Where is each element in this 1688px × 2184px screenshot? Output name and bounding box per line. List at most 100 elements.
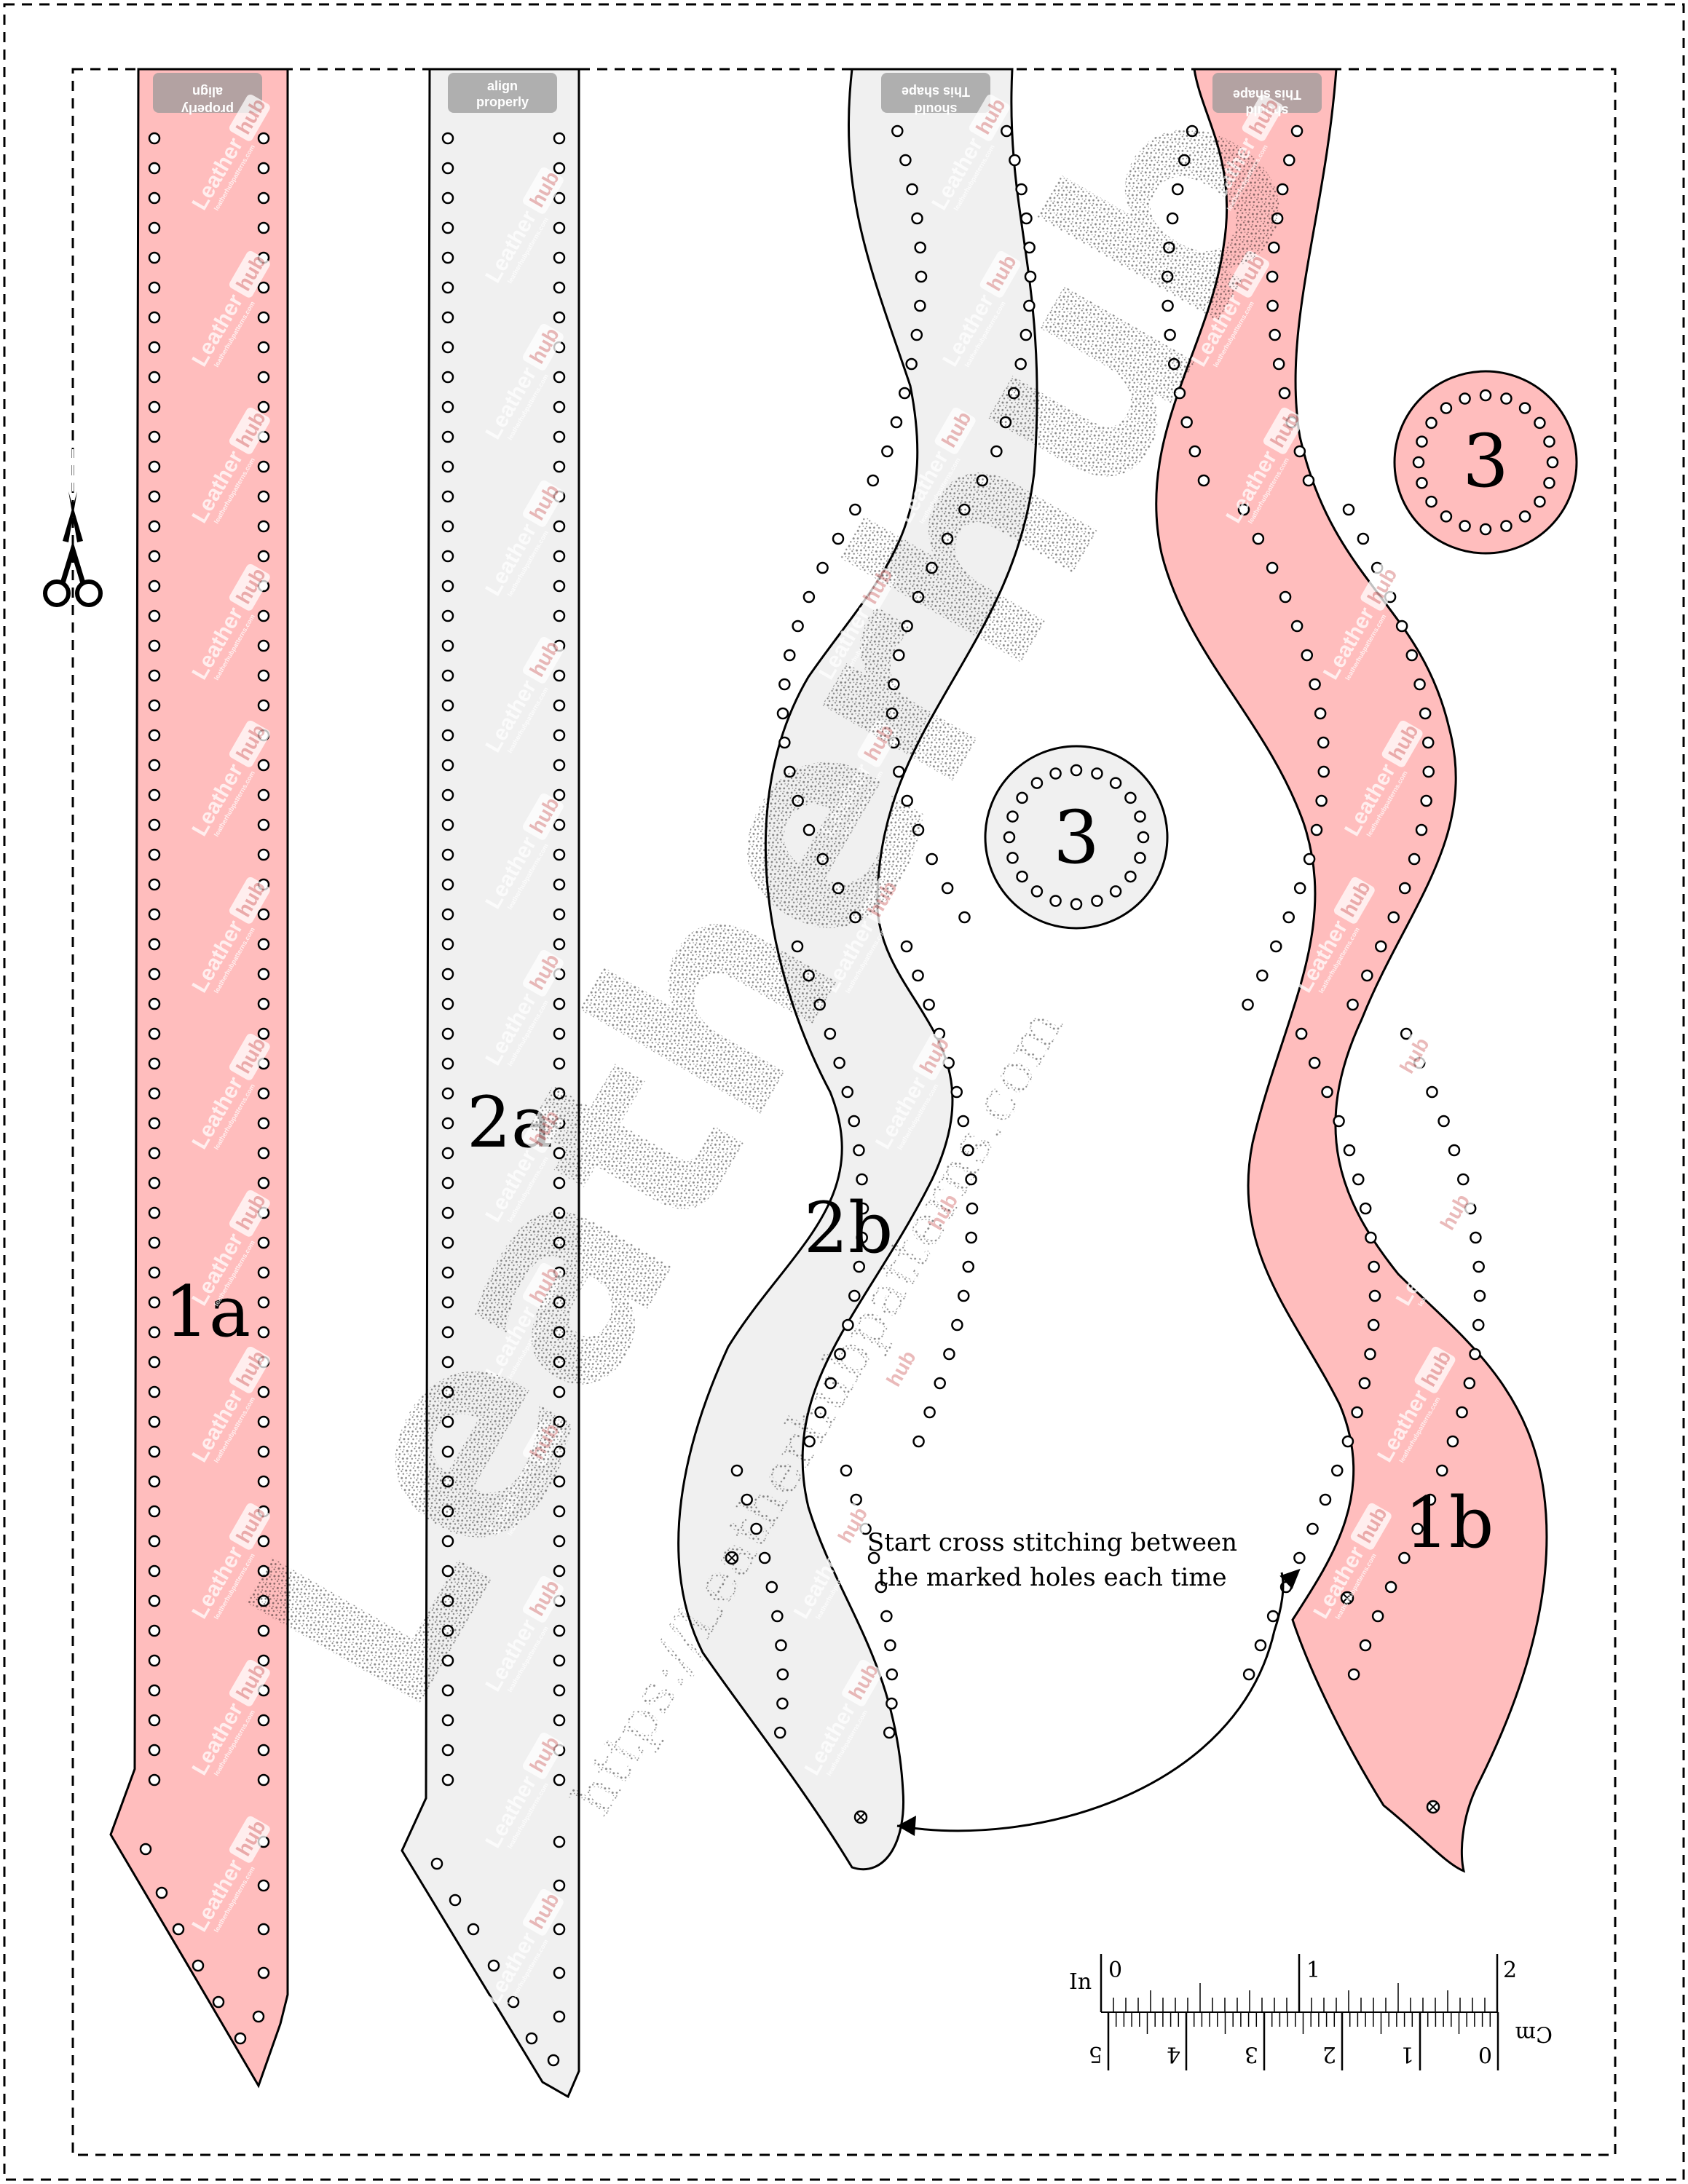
stitch-hole <box>257 908 270 921</box>
piece-3-right: 3 <box>1393 370 1578 555</box>
stitch-hole <box>257 1296 270 1309</box>
stitch-hole <box>883 1726 896 1739</box>
stitch-hole <box>1293 882 1306 895</box>
svg-text:align: align <box>192 84 223 99</box>
stitch-hole <box>853 1260 866 1273</box>
stitch-hole <box>1023 299 1036 312</box>
stitch-hole <box>1448 1144 1461 1157</box>
stitch-hole <box>441 699 454 712</box>
stitch-hole <box>1124 791 1137 804</box>
ruler-inch-unit: In <box>1069 1969 1092 1995</box>
stitch-hole <box>1009 154 1021 167</box>
stitch-hole <box>1272 357 1285 371</box>
stitch-hole <box>1422 736 1435 749</box>
stitch-hole <box>441 191 454 205</box>
stitch-hole <box>148 908 161 921</box>
stitch-hole <box>441 1684 454 1697</box>
stitch-hole <box>441 1385 454 1398</box>
stitch-hole <box>257 1714 270 1727</box>
stitch-hole <box>257 371 270 384</box>
stitch-hole <box>1317 736 1330 749</box>
stitch-hole <box>148 759 161 772</box>
stitch-hole <box>148 1744 161 1757</box>
stitch-hole <box>553 1445 566 1458</box>
stitch-hole <box>1006 810 1019 823</box>
stitch-hole <box>257 968 270 981</box>
stitch-hole <box>148 1535 161 1548</box>
stitch-hole <box>888 678 900 691</box>
stitch-hole <box>441 341 454 354</box>
stitch-hole <box>1007 387 1020 400</box>
stitch-hole <box>148 669 161 682</box>
stitch-hole <box>1368 1289 1381 1302</box>
stitch-hole <box>441 1206 454 1219</box>
svg-text:properly: properly <box>181 102 234 116</box>
stitch-hole <box>1124 870 1137 883</box>
stitch-hole <box>148 520 161 533</box>
stitch-hole <box>784 765 796 778</box>
stitch-hole <box>803 1435 816 1448</box>
stitch-hole <box>553 788 566 802</box>
piece-3-center: 3 <box>984 745 1169 930</box>
stitch-hole <box>234 2032 247 2045</box>
stitch-hole <box>966 1202 979 1215</box>
stitch-hole <box>553 1027 566 1040</box>
stitch-hole <box>441 1564 454 1578</box>
double-headed-arrow-icon <box>896 1568 1301 1836</box>
piece-1b: 1b <box>1155 68 1548 1873</box>
stitch-hole <box>553 1773 566 1787</box>
stitch-hole <box>441 520 454 533</box>
stitch-hole <box>441 251 454 264</box>
stitch-hole <box>441 1266 454 1279</box>
stitch-hole <box>441 400 454 414</box>
stitch-hole <box>553 1057 566 1070</box>
stitch-hole <box>1290 620 1304 633</box>
stitch-hole <box>553 938 566 951</box>
stitch-hole <box>1023 241 1036 254</box>
stitch-hole <box>911 212 923 225</box>
stitch-hole <box>441 1176 454 1190</box>
stitch-hole <box>741 1493 753 1506</box>
stitch-instruction: Start cross stitching between the marked… <box>867 1528 1237 1592</box>
ruler-cm-3: 3 <box>1245 2041 1258 2067</box>
stitch-hole <box>257 460 270 473</box>
shape-stamp-2b: This shape should <box>881 73 990 116</box>
stitch-hole <box>553 1535 566 1548</box>
stitch-hole <box>1014 357 1027 371</box>
stitch-hole <box>1242 998 1254 1011</box>
stitch-hole <box>1457 1173 1470 1186</box>
piece-3-right-outline <box>1393 370 1578 555</box>
stitch-hole <box>1186 124 1199 138</box>
stitch-hole <box>257 639 270 652</box>
stitch-hole <box>441 490 454 503</box>
stitch-hole <box>1016 870 1028 883</box>
stitch-hole <box>1266 270 1279 283</box>
stitch-hole <box>1161 270 1174 283</box>
stitch-hole <box>148 938 161 951</box>
stitch-hole <box>965 1173 977 1186</box>
stitch-hole <box>1459 520 1471 532</box>
stitch-hole <box>802 823 816 836</box>
stitch-hole <box>148 1176 161 1190</box>
stitch-hole <box>941 532 954 545</box>
stitch-hole <box>792 794 804 807</box>
stitch-hole <box>553 699 566 712</box>
stitch-hole <box>441 908 454 921</box>
stitch-hole <box>1398 1551 1411 1564</box>
stitch-hole <box>441 878 454 891</box>
stitch-hole <box>257 162 270 175</box>
stitch-hole <box>1266 1610 1279 1623</box>
stitch-hole <box>1309 678 1321 691</box>
stitch-hole <box>816 852 829 866</box>
stitch-hole <box>1371 1610 1384 1623</box>
stitch-hole <box>1162 299 1174 312</box>
stitch-hole <box>257 221 270 234</box>
stitch-hole <box>867 1551 880 1564</box>
stitch-hole <box>776 1668 789 1681</box>
stitch-hole <box>148 1415 161 1428</box>
stitch-hole <box>257 1594 270 1607</box>
stitch-hole <box>923 998 935 1011</box>
stitch-hole <box>1384 1580 1397 1594</box>
stitch-hole <box>910 328 923 341</box>
